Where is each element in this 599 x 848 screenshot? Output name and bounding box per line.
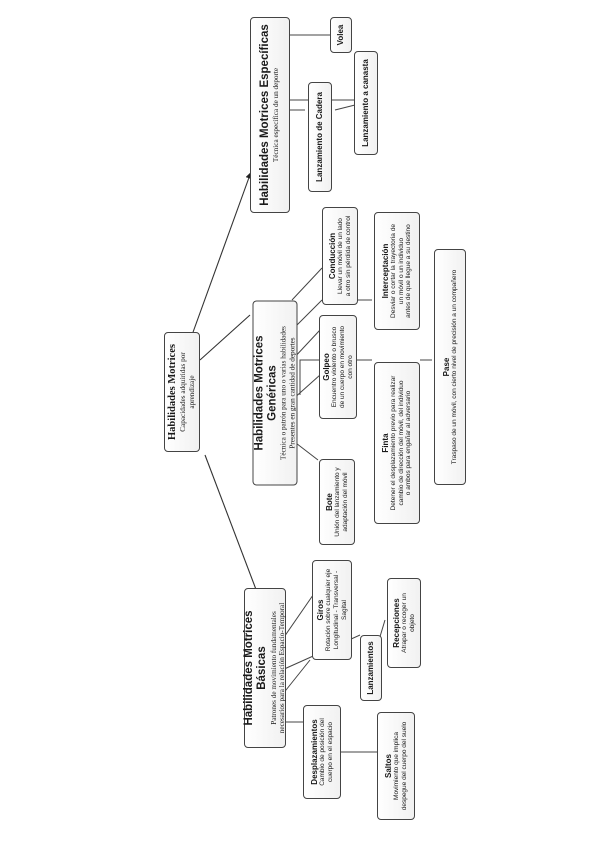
lanzamiento-canasta-title: Lanzamiento a canasta: [361, 59, 371, 147]
lanzamiento-cadera-node: Lanzamiento de Cadera: [308, 82, 332, 192]
volea-title: Volea: [336, 24, 346, 46]
finta-desc-3: o ambos para engañar al adversario: [405, 390, 413, 496]
root-title: Habilidades Motrices: [167, 344, 179, 440]
giros-desc-2: Longitudinal - Transversal - Sagital: [332, 570, 348, 650]
genericas-node: Habilidades Motrices Genéricas Técnica o…: [252, 300, 298, 486]
basicas-title: Habilidades Motrices Básicas: [243, 610, 269, 726]
basicas-desc-2: necesarios para la relación Espacio-Temp…: [278, 602, 287, 734]
basicas-desc-1: Patrones de movimiento fundamentales: [269, 611, 278, 725]
genericas-title: Habilidades Motrices Genéricas: [253, 335, 279, 451]
golpeo-node: Golpeo Encuentro violento o brusco de un…: [319, 315, 357, 419]
lanzamiento-cadera-title: Lanzamiento de Cadera: [315, 92, 325, 182]
saltos-node: Saltos Movimiento que implica despegue d…: [377, 712, 415, 820]
root-desc: Capacidades adquiridas por aprendizaje: [179, 352, 197, 432]
saltos-title: Saltos: [383, 754, 393, 779]
recepciones-desc-1: Atrapar o recoger un objeto: [400, 593, 416, 653]
pase-node: Pase Traspaso de un móvil, con cierto ni…: [434, 249, 466, 485]
arrow-root-genericas: [199, 314, 251, 361]
giros-node: Giros Rotación sobre cualquier eje Longi…: [312, 560, 352, 660]
bote-node: Bote Unión del lanzamiento y adaptación …: [319, 459, 355, 545]
golpeo-desc-1: Encuentro violento o brusco: [330, 326, 338, 408]
desplazamientos-desc-1: Cambio de posición del: [318, 718, 326, 786]
conduccion-node: Conducción Llevar un móvil de un lado a …: [322, 207, 358, 305]
interceptacion-desc-2: un móvil o un individuo: [397, 237, 405, 305]
desplazamientos-node: Desplazamientos Cambio de posición del c…: [303, 705, 341, 799]
pase-desc-1: Traspaso de un móvil, con cierto nivel d…: [450, 269, 458, 465]
saltos-desc-2: despegue del cuerpo del suelo: [400, 721, 408, 811]
saltos-desc-1: Movimiento que implica: [392, 732, 400, 800]
link-cadera-canasta: [334, 104, 356, 111]
link-basicas-children: [281, 584, 361, 723]
golpeo-desc-2: de un cuerpo en movimiento con otro: [338, 325, 354, 409]
bote-desc-2: adaptación del móvil: [341, 472, 349, 532]
volea-node: Volea: [330, 17, 352, 53]
giros-desc-1: Rotación sobre cualquier eje: [324, 568, 332, 652]
desplazamientos-desc-2: cuerpo en el espacio: [326, 722, 334, 782]
conduccion-desc-1: Llevar un móvil de un lado: [336, 218, 344, 294]
finta-title: Finta: [380, 433, 390, 453]
conduccion-title: Conducción: [327, 232, 337, 280]
bote-title: Bote: [324, 493, 334, 511]
basicas-node: Habilidades Motrices Básicas Patrones de…: [243, 588, 287, 748]
arrow-root-especificas: [191, 171, 252, 336]
pase-title: Pase: [441, 357, 451, 377]
interceptacion-desc-3: antes de que llegue a su destino: [405, 224, 413, 318]
finta-node: Finta Detener el desplazamiento previo p…: [374, 362, 420, 524]
lanzamiento-canasta-node: Lanzamiento a canasta: [354, 51, 378, 155]
especificas-node: Habilidades Motrices Específicas Técnica…: [250, 17, 290, 213]
genericas-desc-2: Presentes en gran cantidad de deportes: [288, 337, 297, 449]
giros-title: Giros: [315, 599, 325, 621]
root-node: Habilidades Motrices Capacidades adquiri…: [164, 332, 200, 452]
finta-desc-2: cambio de dirección del móvil, del indiv…: [397, 380, 405, 506]
desplazamientos-title: Desplazamientos: [309, 719, 319, 785]
interceptacion-node: Interceptación Desviar o cortar la traye…: [374, 212, 420, 330]
genericas-desc-1: Técnica o patrón para uno o varias habil…: [279, 326, 288, 460]
golpeo-title: Golpeo: [321, 353, 331, 381]
interceptacion-title: Interceptación: [380, 243, 390, 299]
especificas-title: Habilidades Motrices Específicas: [259, 24, 272, 206]
recepciones-node: Recepciones Atrapar o recoger un objeto: [387, 578, 421, 668]
link-genericas-children: [291, 267, 323, 461]
finta-desc-1: Detener el desplazamiento previo para re…: [389, 375, 397, 511]
interceptacion-desc-1: Desviar o cortar la trayectoria de: [389, 224, 397, 318]
bote-desc-1: Unión del lanzamiento y: [333, 467, 341, 537]
arrow-root-basicas: [204, 454, 261, 601]
especificas-desc-1: Técnica específica de un deporte: [272, 67, 281, 163]
conduccion-desc-2: a otro sin pérdida de control: [344, 215, 352, 297]
lanzamientos-title: Lanzamientos: [366, 641, 376, 695]
lanzamientos-node: Lanzamientos: [360, 635, 382, 701]
recepciones-title: Recepciones: [391, 598, 401, 648]
